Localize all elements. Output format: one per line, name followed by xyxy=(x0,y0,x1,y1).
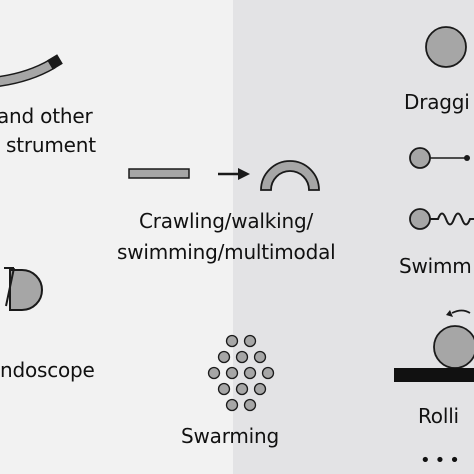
ellipsis-label: ••• xyxy=(420,450,464,471)
catheter-icon xyxy=(0,54,63,87)
arrow-right-icon xyxy=(218,168,250,180)
right-panel xyxy=(233,0,474,474)
dragging-label: Draggi xyxy=(404,90,470,114)
ground-bar-icon xyxy=(394,368,474,382)
crawling-label-line1: Crawling/walking/ xyxy=(139,209,314,233)
helical-tail-icon xyxy=(409,208,474,230)
left-panel xyxy=(0,0,233,474)
catheter-label-line1: and other xyxy=(0,104,93,128)
rolling-sphere-icon xyxy=(433,325,474,369)
swarm-dots-icon xyxy=(207,334,275,412)
swarming-label: Swarming xyxy=(181,424,279,448)
dragging-sphere-icon xyxy=(425,26,467,68)
arc-robot-icon xyxy=(260,160,320,191)
catheter-label-line2: strument xyxy=(6,133,96,157)
endoscope-label: ndoscope xyxy=(0,358,95,382)
swimming-label: Swimm xyxy=(399,254,472,278)
tethered-sphere-icon xyxy=(409,147,470,169)
crawling-label-line2: swimming/multimodal xyxy=(117,240,336,264)
endoscope-capsule-icon xyxy=(4,267,43,311)
rolling-label: Rolli xyxy=(418,404,459,428)
rotation-arrow-icon xyxy=(446,309,471,317)
rod-icon xyxy=(128,168,190,179)
